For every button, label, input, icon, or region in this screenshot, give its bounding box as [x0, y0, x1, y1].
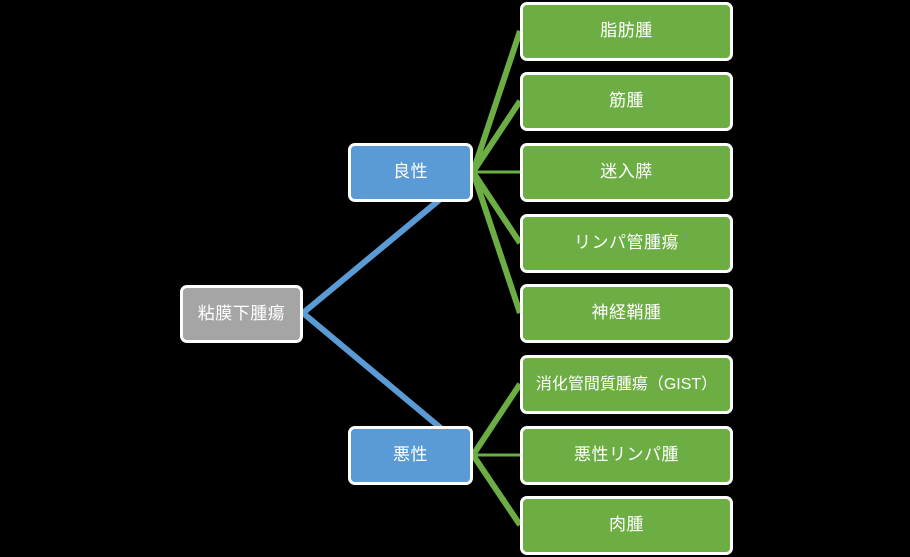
- node-label: 粘膜下腫瘍: [197, 303, 286, 323]
- node-label: リンパ管腫瘍: [574, 233, 679, 253]
- node-label: 筋腫: [609, 91, 644, 111]
- edge-benign-to-schwannoma: [470, 171, 523, 314]
- node-label: 良性: [393, 162, 428, 182]
- edge-benign-to-lymphangioma: [470, 170, 523, 245]
- node-lipoma[interactable]: 脂肪腫: [520, 2, 733, 61]
- node-benign[interactable]: 良性: [348, 143, 473, 202]
- node-schwannoma[interactable]: 神経鞘腫: [520, 284, 733, 343]
- node-ectopic-pancreas[interactable]: 迷入膵: [520, 143, 733, 202]
- node-label: 脂肪腫: [600, 21, 653, 41]
- node-label: 迷入膵: [600, 162, 653, 182]
- node-label: 消化管間質腫瘍（GIST）: [535, 375, 718, 393]
- node-myoma[interactable]: 筋腫: [520, 72, 733, 131]
- node-label: 悪性リンパ腫: [574, 445, 679, 465]
- node-label: 神経鞘腫: [591, 303, 662, 323]
- node-lymphangioma[interactable]: リンパ管腫瘍: [520, 214, 733, 273]
- node-label: 肉腫: [609, 515, 644, 535]
- edge-malignant-to-gist: [470, 382, 523, 457]
- node-malignant[interactable]: 悪性: [348, 426, 473, 485]
- node-submucosal-tumor[interactable]: 粘膜下腫瘍: [180, 285, 303, 343]
- edge-malignant-to-sarcoma: [470, 453, 523, 527]
- edge-benign-to-myoma: [470, 99, 523, 174]
- node-gist[interactable]: 消化管間質腫瘍（GIST）: [520, 355, 733, 414]
- edge-benign-to-lipoma: [470, 30, 523, 173]
- node-label: 悪性: [393, 445, 428, 465]
- node-malignant-lymphoma[interactable]: 悪性リンパ腫: [520, 426, 733, 485]
- node-sarcoma[interactable]: 肉腫: [520, 496, 733, 555]
